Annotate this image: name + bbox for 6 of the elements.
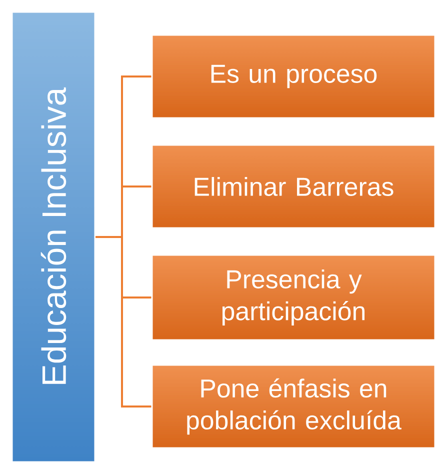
title-bar: Educación Inclusiva [11, 11, 96, 463]
topic-box: Presencia y participación [151, 254, 436, 341]
topic-box: Es un proceso [151, 34, 436, 119]
topic-box: Eliminar Barreras [151, 144, 436, 229]
connector-line [96, 236, 152, 408]
topic-box: Pone énfasis en población excluída [151, 364, 436, 449]
